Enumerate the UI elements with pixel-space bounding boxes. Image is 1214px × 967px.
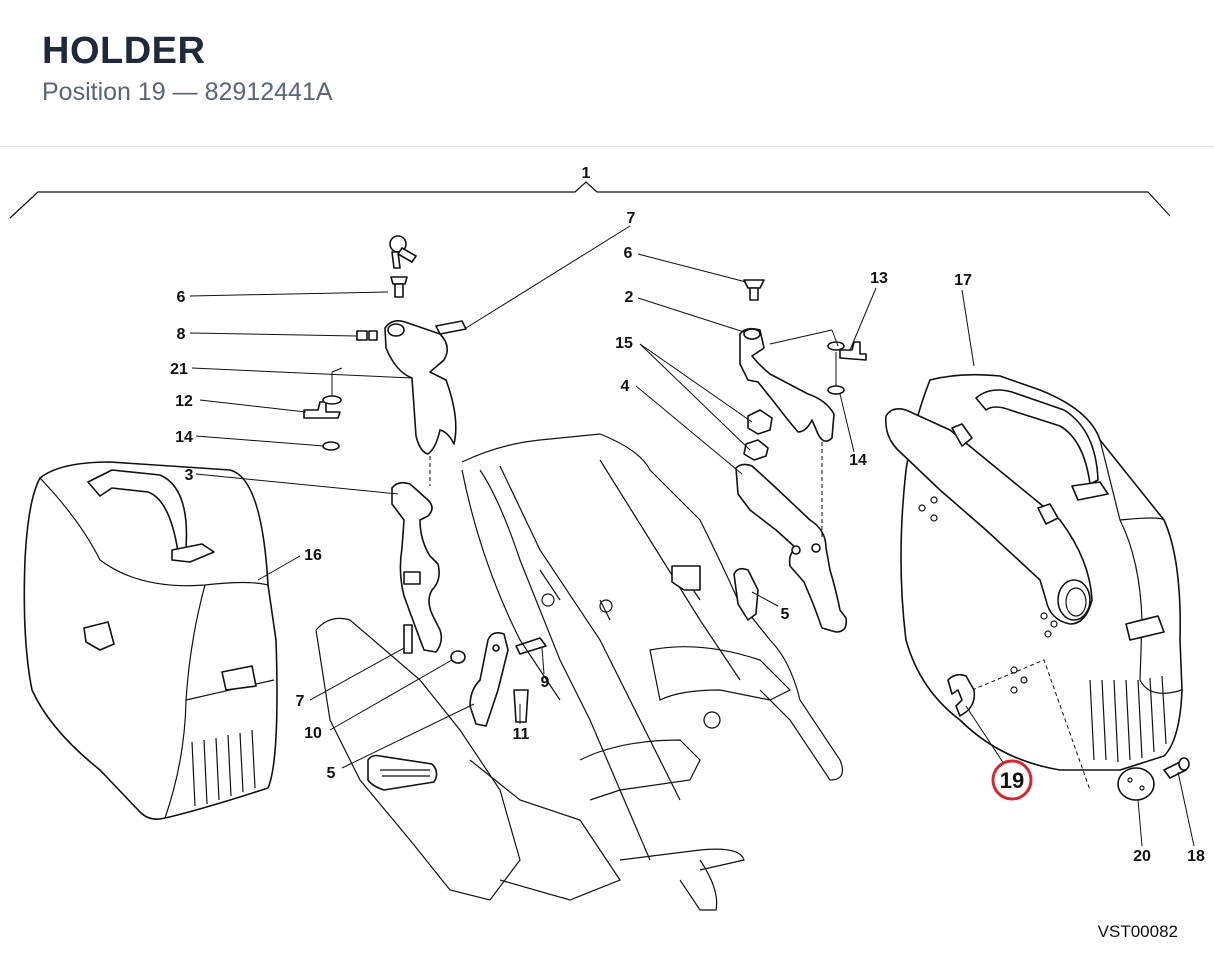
callout-14-right[interactable]: 14 [849,452,867,469]
holder-19[interactable] [947,673,976,717]
right-plate-5[interactable] [733,567,759,621]
callout-7-top[interactable]: 7 [627,210,636,227]
left-nut-8[interactable] [356,330,378,341]
separator: — [172,78,198,106]
callout-9[interactable]: 9 [541,674,550,691]
assembly-bracket [9,181,1171,219]
right-clip-13[interactable] [827,341,867,361]
right-screw-6[interactable] [743,279,765,301]
callout-19[interactable]: 19 [1000,768,1024,793]
left-lower-holder-3[interactable] [391,481,443,653]
position-number: 19 [137,78,166,106]
right-upper-holder-2[interactable] [739,327,835,442]
left-washer-14[interactable] [322,441,340,451]
callout-14-left[interactable]: 14 [175,429,193,446]
right-lower-holder-4[interactable] [735,463,848,633]
left-upper-holder-21[interactable] [384,320,457,455]
callout-13[interactable]: 13 [870,270,888,287]
callout-5-right[interactable]: 5 [781,606,790,623]
callout-5-left[interactable]: 5 [327,765,336,782]
disc-20[interactable] [1117,767,1155,801]
right-washer-14[interactable] [827,385,845,395]
callout-21[interactable]: 21 [170,361,188,378]
left-clip-12[interactable] [303,395,342,419]
callout-20[interactable]: 20 [1133,848,1151,865]
left-bolt-7-bottom[interactable] [403,624,413,654]
callout-7-bottom[interactable]: 7 [296,693,305,710]
exploded-parts-diagram: 1 7 6 8 21 12 14 3 16 7 10 5 9 11 6 2 15… [9,165,1205,911]
callout-8[interactable]: 8 [177,326,186,343]
callout-1[interactable]: 1 [582,165,591,182]
leader-lines [189,225,1195,847]
left-washer-10[interactable] [450,650,466,664]
callout-6-right[interactable]: 6 [624,245,633,262]
right-clip-15-lower[interactable] [743,439,769,461]
reference-code: VST00082 [1097,922,1178,941]
screw-18[interactable] [1163,757,1190,779]
callout-4[interactable]: 4 [621,378,630,395]
highlight-ring [991,759,1033,801]
callout-10[interactable]: 10 [304,725,322,742]
callout-labels: 1 7 6 8 21 12 14 3 16 7 10 5 9 11 6 2 15… [170,165,1205,865]
part-number: 82912441A [204,78,333,106]
right-clip-15-upper[interactable] [747,409,773,435]
left-bolt-11[interactable] [513,689,529,723]
left-bolt-9[interactable] [515,637,547,655]
ignition-key[interactable] [389,235,417,269]
page-title: HOLDER [42,30,206,72]
callout-15[interactable]: 15 [615,335,633,352]
right-pannier-case[interactable] [884,373,1183,791]
callout-18[interactable]: 18 [1187,848,1205,865]
callout-17[interactable]: 17 [954,272,972,289]
frame-bracket [671,565,701,591]
left-bolt-7-top[interactable] [435,320,467,335]
position-label: Position [42,78,131,106]
left-screw-6[interactable] [390,276,408,298]
motorcycle-frame [315,433,843,911]
footpeg [367,754,438,791]
callout-2[interactable]: 2 [625,289,634,306]
callout-3[interactable]: 3 [185,467,194,484]
callout-16[interactable]: 16 [304,547,322,564]
callout-12[interactable]: 12 [175,393,193,410]
page-header: HOLDER Position 19 — 82912441A [0,0,1214,147]
callout-6-left[interactable]: 6 [177,289,186,306]
left-pannier-case[interactable] [23,461,278,820]
left-plate-5[interactable] [469,632,509,727]
position-subtitle: Position 19 — 82912441A [42,78,333,107]
callout-11[interactable]: 11 [513,726,530,743]
